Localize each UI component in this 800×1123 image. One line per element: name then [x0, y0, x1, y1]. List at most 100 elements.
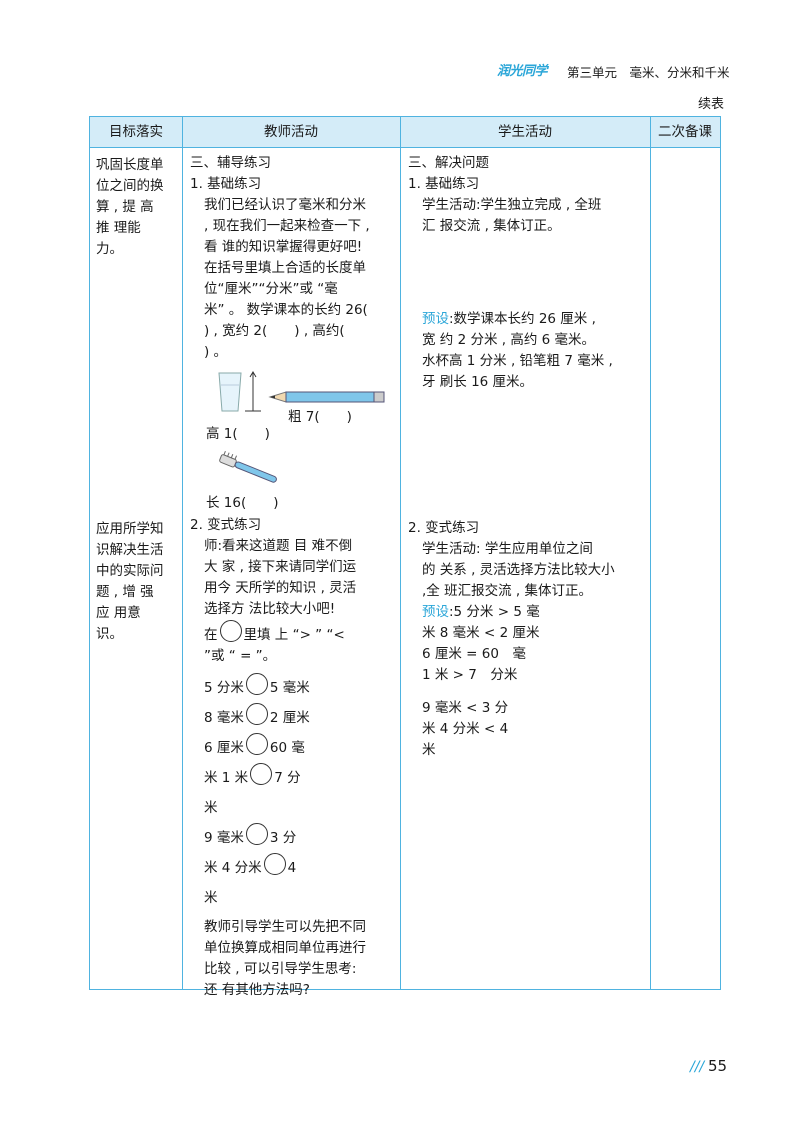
page-number: 55: [708, 1057, 728, 1075]
text-line: 我们已经认识了毫米和分米: [204, 197, 366, 213]
text-line: 在括号里填上合适的长度单: [204, 260, 366, 276]
subheading: 1. 基础练习: [190, 176, 262, 192]
text-fragment: 在: [204, 627, 218, 643]
goal-cell-2: 应用所学知 识解决生活 中的实际问 题 , 增 强 应 用意 识。: [96, 519, 180, 645]
cmp-unit: 米: [204, 890, 218, 906]
text-line: 应 用意: [96, 605, 141, 621]
divider: [650, 117, 651, 989]
student-section-1: 三、解决问题 1. 基础练习 学生活动:学生独立完成 , 全班 汇 报交流 , …: [408, 153, 646, 237]
preset-label: 预设: [422, 311, 449, 327]
comparison-item: 9 毫米 3 分: [204, 823, 398, 853]
circle-blank: [245, 823, 268, 845]
text-line: 单位换算成相同单位再进行: [204, 940, 366, 956]
section-heading: 三、辅导练习: [190, 155, 271, 171]
text-line: 位“厘米”“分米”或 “毫: [204, 281, 338, 297]
cmp-right: 3 分: [269, 830, 297, 846]
cmp-right: 7 分: [274, 770, 301, 786]
cup-illustration: [218, 371, 261, 412]
section-heading: 三、解决问题: [408, 155, 489, 171]
cmp-unit: 米: [204, 770, 218, 786]
text-line: 师:看来这道题 目 难不倒: [204, 538, 353, 554]
preset-label: 预设: [422, 604, 449, 620]
text-line: 米” 。 数学课本的长约 26(: [204, 302, 368, 318]
col-teacher: 教师活动: [264, 124, 318, 140]
text-line: ) 。: [204, 344, 228, 360]
logo: 润光同学: [497, 64, 548, 79]
text-line: 推 理能: [96, 220, 141, 236]
student-preset-1: 预设:数学课本长约 26 厘米 , 宽 约 2 分米 , 高约 6 毫米。 水杯…: [422, 309, 646, 393]
text-line: 米 8 毫米 < 2 厘米: [422, 625, 540, 641]
text-line: 选择方 法比较大小吧!: [204, 601, 336, 617]
text-fragment: :5 分米 > 5 毫: [449, 604, 540, 620]
subheading: 2. 变式练习: [408, 520, 480, 536]
teacher-text: 我们已经认识了毫米和分米 , 现在我们一起来检查一下 , 看 谁的知识掌握得更好…: [190, 195, 398, 363]
text-line: 看 谁的知识掌握得更好吧!: [204, 239, 363, 255]
text-line: 牙 刷长 16 厘米。: [422, 374, 534, 390]
preset-line: 预设:数学课本长约 26 厘米 ,: [422, 309, 646, 330]
text-line: 1 米 > 7 分米: [422, 667, 518, 683]
circle-blank: [245, 733, 268, 755]
col-goal: 目标落实: [109, 124, 163, 140]
toothbrush-label: 长 16( ): [206, 495, 279, 511]
continued-label: 续表: [697, 97, 724, 112]
pencil-label: 粗 7( ): [288, 409, 352, 425]
page-marks: ///: [690, 1059, 705, 1075]
text-line: ”或 “ = ”。: [204, 648, 277, 664]
cup-label: 高 1( ): [206, 426, 270, 442]
text-line: 中的实际问: [96, 563, 164, 579]
divider: [182, 117, 183, 989]
cmp-left: 9 毫米: [204, 830, 244, 846]
text-line: 题 , 增 强: [96, 584, 154, 600]
cmp-left: 米 4 分米: [204, 860, 262, 876]
text-line: 还 有其他方法吗?: [204, 982, 310, 998]
preset-line: 预设:5 分米 > 5 毫: [422, 602, 646, 623]
comparison-item: 8 毫米 2 厘米: [204, 703, 398, 733]
text-line: 算 , 提 高: [96, 199, 154, 215]
text-line: 学生活动: 学生应用单位之间: [422, 541, 593, 557]
text-fragment: 里填 上 “> ” “<: [243, 627, 345, 643]
fill-instruction: 在 里填 上 “> ” “<: [204, 620, 398, 646]
text-line: ,全 班汇报交流 , 集体订正。: [422, 583, 592, 599]
goal-cell-1: 巩固长度单 位之间的换 算 , 提 高 推 理能 力。: [96, 155, 180, 260]
text-line: , 现在我们一起来检查一下 ,: [204, 218, 370, 234]
text-line: 用今 天所学的知识 , 灵活: [204, 580, 357, 596]
text-line: 宽 约 2 分米 , 高约 6 毫米。: [422, 332, 596, 348]
teacher-section-2: 2. 变式练习 师:看来这道题 目 难不倒 大 家 , 接下来请同学们运 用今 …: [190, 515, 398, 1001]
text-line: 大 家 , 接下来请同学们运: [204, 559, 357, 575]
cmp-left: 8 毫米: [204, 710, 244, 726]
cmp-right: 5 毫米: [269, 680, 310, 696]
text-line: 9 毫米 < 3 分: [422, 700, 509, 716]
text-line: 识解决生活: [96, 542, 164, 558]
cmp-right: 2 厘米: [269, 710, 310, 726]
text-fragment: :数学课本长约 26 厘米 ,: [449, 311, 596, 327]
text-line: ) , 宽约 2( ) , 高约(: [204, 323, 345, 339]
text-line: 米: [422, 742, 436, 758]
circle-blank: [250, 763, 273, 785]
text-line: 巩固长度单: [96, 157, 164, 173]
divider: [400, 117, 401, 989]
text-line: 位之间的换: [96, 178, 164, 194]
table-header: 目标落实 教师活动 学生活动 二次备课: [90, 117, 720, 148]
text-line: 水杯高 1 分米 , 铅笔粗 7 毫米 ,: [422, 353, 613, 369]
unit-title: 第三单元 毫米、分米和千米: [567, 65, 730, 80]
text-line: 学生活动:学生独立完成 , 全班: [422, 197, 602, 213]
teacher-text: 师:看来这道题 目 难不倒 大 家 , 接下来请同学们运 用今 天所学的知识 ,…: [190, 536, 398, 1001]
circle-blank: [263, 853, 286, 875]
circle-blank: [245, 673, 268, 695]
student-text: 学生活动:学生独立完成 , 全班 汇 报交流 , 集体订正。: [408, 195, 646, 237]
subheading: 2. 变式练习: [190, 517, 262, 533]
teacher-guidance: 教师引导学生可以先把不同 单位换算成相同单位再进行 比较 , 可以引导学生思考:…: [204, 917, 398, 1001]
text-line: 的 关系 , 灵活选择方法比较大小: [422, 562, 615, 578]
student-section-2: 2. 变式练习 学生活动: 学生应用单位之间 的 关系 , 灵活选择方法比较大小…: [408, 518, 646, 761]
toothbrush-illustration: [219, 451, 277, 483]
cmp-right: 60 毫: [269, 740, 305, 756]
text-line: 米 4 分米 < 4: [422, 721, 509, 737]
text-line: 汇 报交流 , 集体订正。: [422, 218, 561, 234]
lesson-table: 目标落实 教师活动 学生活动 二次备课 巩固长度单 位之间的换 算 , 提 高 …: [89, 116, 721, 998]
cmp-unit: 米: [204, 800, 218, 816]
